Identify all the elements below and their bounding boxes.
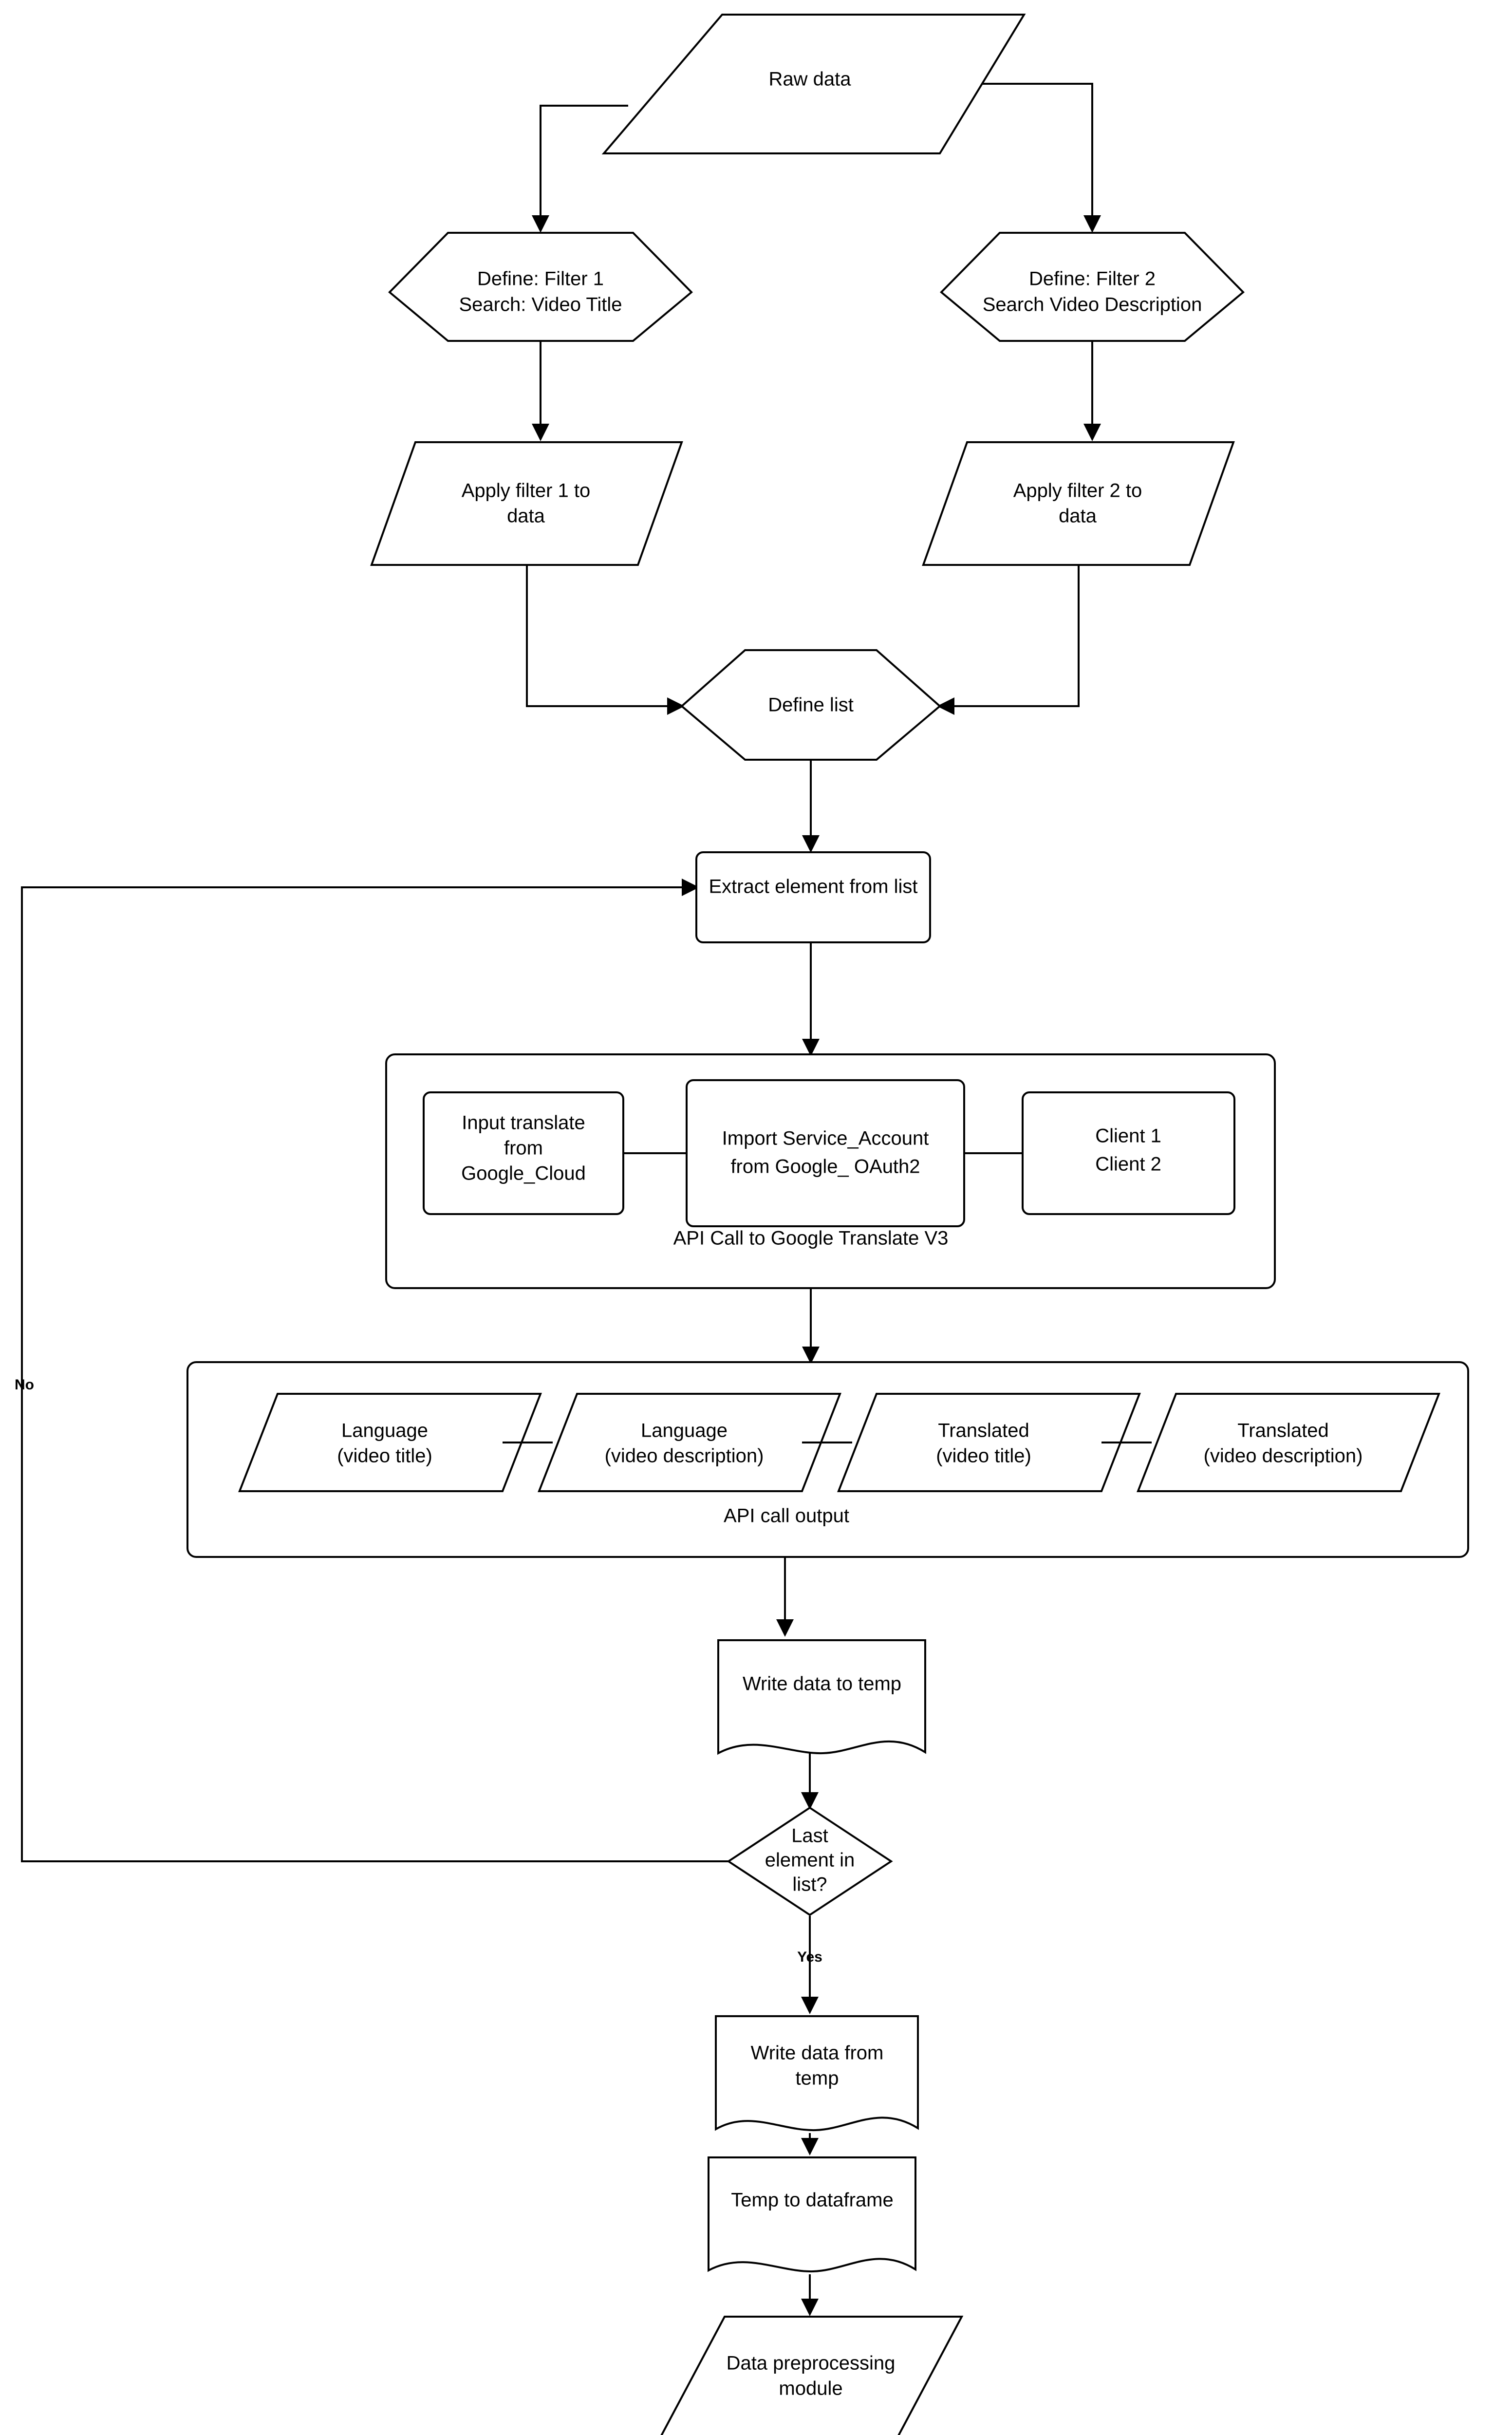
group-api-output: Language (video title) Language (video d… (187, 1361, 1469, 1558)
node-data-preprocessing-line1: Data preprocessing (727, 2353, 896, 2374)
node-output-translated-title-line1: Translated (938, 1420, 1029, 1442)
edge-decision-no-loop (21, 879, 728, 1862)
node-last-element-line2: element in (765, 1850, 855, 1871)
group-api-output-label: API call output (724, 1505, 849, 1527)
node-write-data-to-temp[interactable]: Write data to temp (717, 1639, 926, 1755)
node-write-data-from-temp-line1: Write data from (751, 2042, 884, 2064)
node-output-language-title-line2: (video title) (337, 1445, 432, 1467)
node-filter1[interactable]: Define: Filter 1 Search: Video Title (388, 232, 693, 342)
node-output-translated-description-line1: Translated (1237, 1420, 1329, 1442)
node-extract-element-label: Extract element from list (709, 876, 917, 898)
node-define-list-label: Define list (768, 694, 854, 716)
node-last-element-decision[interactable]: Last element in list? (727, 1806, 893, 1916)
node-input-translate-line3: Google_Cloud (461, 1163, 586, 1184)
node-write-data-to-temp-label: Write data to temp (743, 1673, 901, 1695)
node-raw-data[interactable]: Raw data (601, 14, 1026, 154)
node-filter2-line1: Define: Filter 2 (1029, 268, 1156, 290)
edge-apply1-to-define-list (526, 566, 685, 715)
node-raw-data-label: Raw data (769, 69, 852, 90)
node-output-language-description-line2: (video description) (605, 1445, 764, 1467)
node-input-translate[interactable]: Input translate from Google_Cloud (423, 1091, 624, 1215)
node-apply-filter2-line1: Apply filter 2 to (1013, 480, 1142, 502)
node-filter2[interactable]: Define: Filter 2 Search Video Descriptio… (940, 232, 1245, 342)
node-output-translated-title-line2: (video title) (936, 1445, 1031, 1467)
group-api-call: Input translate from Google_Cloud Import… (385, 1053, 1276, 1289)
node-filter1-line1: Define: Filter 1 (477, 268, 604, 290)
node-output-language-description[interactable]: Language (video description) (538, 1393, 841, 1492)
node-filter1-line2: Search: Video Title (459, 294, 622, 316)
node-clients[interactable]: Client 1 Client 2 (1022, 1091, 1235, 1215)
node-input-translate-line1: Input translate (462, 1112, 585, 1134)
node-clients-line1: Client 1 (1095, 1125, 1161, 1147)
node-output-language-description-line1: Language (641, 1420, 728, 1442)
node-temp-to-dataframe-label: Temp to dataframe (731, 2190, 894, 2211)
node-apply-filter2[interactable]: Apply filter 2 to data (922, 441, 1235, 566)
node-data-preprocessing-line2: module (779, 2378, 842, 2399)
node-apply-filter1[interactable]: Apply filter 1 to data (370, 441, 683, 566)
node-output-translated-title[interactable]: Translated (video title) (837, 1393, 1141, 1492)
node-output-language-title-line1: Language (341, 1420, 428, 1442)
node-filter2-line2: Search Video Description (983, 294, 1202, 316)
node-import-service-account-line1: Import Service_Account (722, 1128, 929, 1149)
node-input-translate-line2: from (504, 1138, 543, 1159)
node-last-element-line1: Last (791, 1825, 828, 1847)
node-output-translated-description-line2: (video description) (1204, 1445, 1363, 1467)
edge-raw-data-to-filter1 (532, 105, 628, 233)
node-import-service-account-line2: from Google_ OAuth2 (730, 1156, 920, 1178)
node-extract-element[interactable]: Extract element from list (695, 851, 931, 943)
node-apply-filter1-line1: Apply filter 1 to (462, 480, 591, 502)
edge-apply2-to-define-list (937, 566, 1080, 715)
node-data-preprocessing[interactable]: Data preprocessing module (660, 2316, 964, 2435)
node-temp-to-dataframe[interactable]: Temp to dataframe (708, 2156, 916, 2273)
node-apply-filter1-line2: data (507, 506, 545, 527)
node-clients-line2: Client 2 (1095, 1154, 1161, 1175)
edge-label-no: No (15, 1377, 34, 1393)
node-output-translated-description[interactable]: Translated (video description) (1137, 1393, 1440, 1492)
node-write-data-from-temp-line2: temp (796, 2068, 839, 2089)
edge-label-yes: Yes (797, 1949, 822, 1965)
group-api-call-label: API Call to Google Translate V3 (673, 1228, 949, 1249)
node-apply-filter2-line2: data (1059, 506, 1097, 527)
node-import-service-account[interactable]: Import Service_Account from Google_ OAut… (686, 1079, 965, 1227)
node-output-language-title[interactable]: Language (video title) (238, 1393, 542, 1492)
node-write-data-from-temp[interactable]: Write data from temp (715, 2015, 919, 2132)
node-last-element-line3: list? (792, 1874, 827, 1895)
node-define-list[interactable]: Define list (680, 649, 942, 761)
